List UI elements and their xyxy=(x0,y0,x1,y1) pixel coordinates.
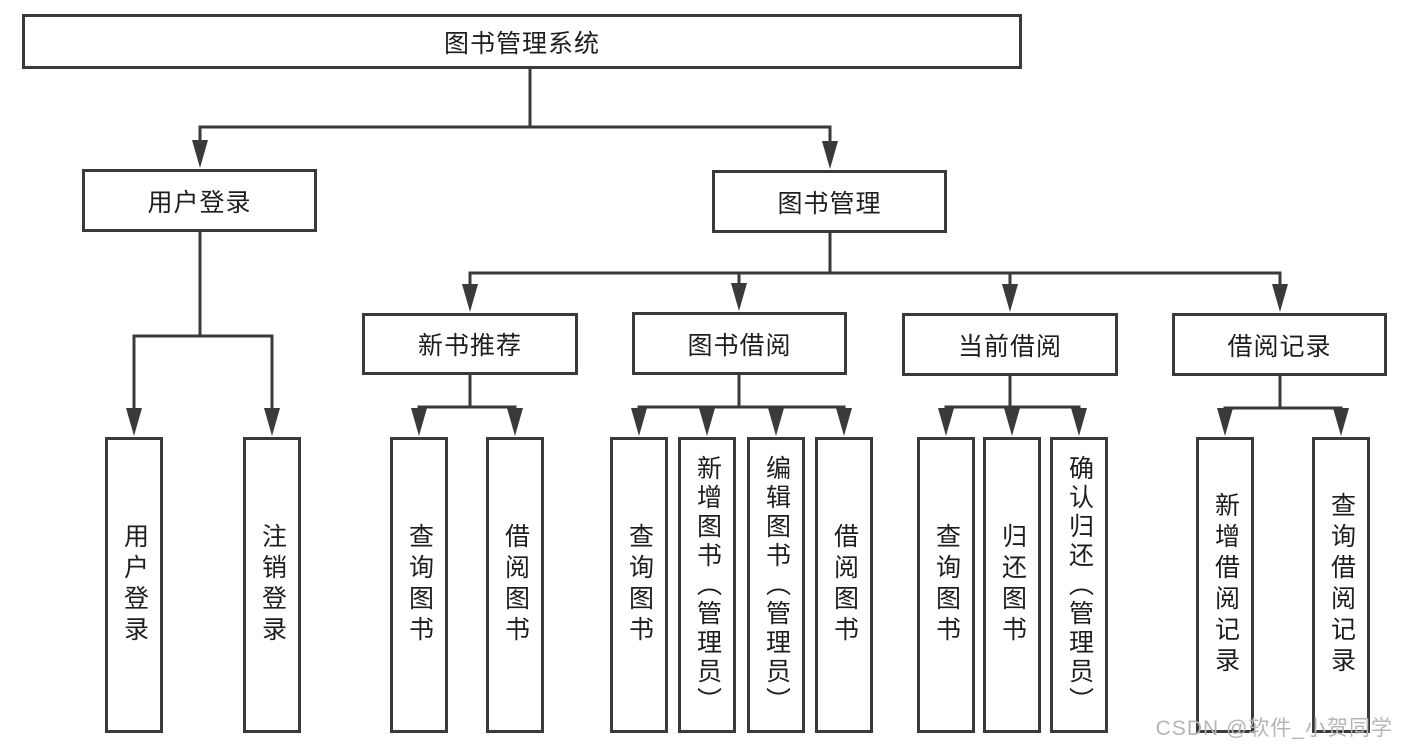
node-borrowing-records: 借阅记录 xyxy=(1172,313,1387,376)
node-book-management: 图书管理 xyxy=(712,170,947,233)
leaf-confirm-return-admin: 确认归还（管理员） xyxy=(1050,437,1108,733)
node-book-borrowing: 图书借阅 xyxy=(632,312,847,375)
csdn-watermark: CSDN @软件_小贺同学 xyxy=(1155,717,1393,740)
leaf-query-books-current: 查询图书 xyxy=(917,437,975,733)
leaf-add-borrow-record: 新增借阅记录 xyxy=(1196,437,1254,733)
node-current-borrowing: 当前借阅 xyxy=(902,313,1118,376)
leaf-return-book: 归还图书 xyxy=(983,437,1041,733)
leaf-borrow-books-recommend: 借阅图书 xyxy=(486,437,544,733)
node-library-management-system: 图书管理系统 xyxy=(22,14,1022,69)
leaf-query-books-recommend: 查询图书 xyxy=(390,437,448,733)
leaf-user-login: 用户登录 xyxy=(105,437,163,733)
leaf-edit-book-admin: 编辑图书（管理员） xyxy=(747,437,805,733)
leaf-add-book-admin: 新增图书（管理员） xyxy=(678,437,736,733)
node-new-book-recommend: 新书推荐 xyxy=(362,313,578,375)
node-user-login: 用户登录 xyxy=(82,169,317,232)
leaf-borrow-books: 借阅图书 xyxy=(815,437,873,733)
leaf-query-borrow-record: 查询借阅记录 xyxy=(1312,437,1370,733)
leaf-query-books-borrow: 查询图书 xyxy=(610,437,668,733)
leaf-logout: 注销登录 xyxy=(243,437,301,733)
